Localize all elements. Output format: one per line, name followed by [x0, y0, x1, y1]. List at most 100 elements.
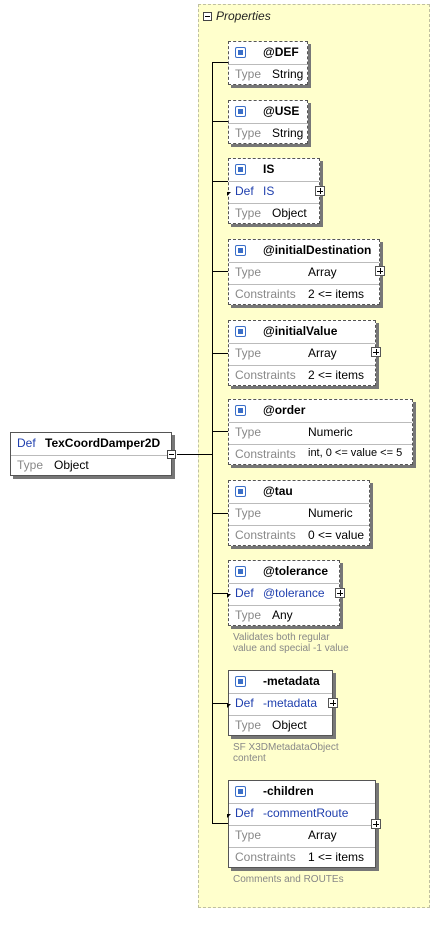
branch-initialdestination — [212, 271, 228, 272]
reference-arrow-icon — [227, 192, 231, 196]
collapse-properties-icon[interactable] — [203, 12, 212, 21]
type-label: Type — [235, 718, 262, 732]
branch-children — [212, 823, 228, 824]
metadata-note-line-2: content — [233, 753, 266, 764]
properties-label: Properties — [216, 9, 271, 23]
type-value: Any — [272, 608, 293, 622]
type-label: Type — [235, 206, 262, 220]
attribute-icon — [235, 405, 246, 416]
metadata-note-line-1: SF X3DMetadataObject — [233, 742, 339, 753]
expand-tolerance-icon[interactable] — [335, 588, 345, 598]
attribute-icon — [235, 566, 246, 577]
attribute-icon — [235, 106, 246, 117]
constraints-value: int, 0 <= value <= 5 — [308, 447, 403, 459]
def-label: Def — [235, 184, 254, 198]
def-label: Def — [235, 696, 254, 710]
type-value: Numeric — [308, 506, 353, 520]
tolerance-note-line-2: value and special -1 value — [233, 643, 349, 654]
attribute-name: @tolerance — [263, 564, 329, 578]
def-label: Def — [235, 586, 254, 600]
element-icon — [235, 786, 246, 797]
constraints-value: 1 <= items — [308, 850, 365, 864]
root-type-value: Object — [54, 458, 89, 472]
attribute-name: @initialDestination — [263, 243, 372, 257]
attribute-icon — [235, 486, 246, 497]
type-label: Type — [235, 425, 262, 439]
collapse-root-icon[interactable] — [167, 450, 176, 459]
def-value: -metadata — [263, 696, 318, 710]
type-value: Array — [308, 346, 337, 360]
constraints-label: Constraints — [235, 447, 296, 461]
branch-def — [212, 62, 228, 63]
expand-metadata-icon[interactable] — [328, 698, 338, 708]
type-value: Object — [272, 206, 307, 220]
type-value: Array — [308, 828, 337, 842]
type-label: Type — [235, 608, 262, 622]
attribute-name: @initialValue — [263, 324, 338, 338]
attribute-name: @DEF — [263, 45, 299, 59]
type-value: Numeric — [308, 425, 353, 439]
root-type-label: Type — [17, 458, 44, 472]
attribute-initialvalue[interactable]: @initialValue Type Array Constraints 2 <= … — [228, 320, 376, 386]
expand-initialvalue-icon[interactable] — [371, 347, 381, 357]
tolerance-note-line-1: Validates both regular — [233, 632, 330, 643]
constraints-label: Constraints — [235, 850, 296, 864]
root-element-name: TexCoordDamper2D — [45, 436, 161, 450]
attribute-icon — [235, 164, 246, 175]
def-value: -commentRoute — [263, 806, 349, 820]
attribute-icon — [235, 326, 246, 337]
vertical-connector — [212, 62, 213, 824]
constraints-value: 2 <= items — [308, 368, 365, 382]
element-name: -metadata — [263, 674, 320, 688]
branch-tau — [212, 513, 228, 514]
branch-initialvalue — [212, 353, 228, 354]
branch-tolerance — [212, 593, 228, 594]
def-value: IS — [263, 184, 275, 198]
type-value: String — [272, 67, 304, 81]
attribute-icon — [235, 47, 246, 58]
attribute-name: @tau — [263, 484, 293, 498]
type-label: Type — [235, 506, 262, 520]
branch-use — [212, 121, 228, 122]
attribute-def[interactable]: @DEF Type String — [228, 41, 308, 85]
expand-is-icon[interactable] — [315, 186, 325, 196]
type-label: Type — [235, 126, 262, 140]
attribute-name: @USE — [263, 104, 300, 118]
type-value: Array — [308, 265, 337, 279]
type-label: Type — [235, 265, 262, 279]
root-def-label: Def — [17, 436, 36, 450]
attribute-initialdestination[interactable]: @initialDestination Type Array Constraint… — [228, 239, 380, 305]
expand-children-icon[interactable] — [371, 819, 381, 829]
children-note: Comments and ROUTEs — [233, 874, 344, 885]
root-connector — [177, 454, 213, 455]
constraints-label: Constraints — [235, 368, 296, 382]
type-label: Type — [235, 67, 262, 81]
element-name: -children — [263, 784, 314, 798]
constraints-label: Constraints — [235, 287, 296, 301]
branch-order — [212, 431, 228, 432]
attribute-icon — [235, 245, 246, 256]
attribute-use[interactable]: @USE Type String — [228, 100, 308, 144]
constraints-value: 2 <= items — [308, 287, 365, 301]
constraints-label: Constraints — [235, 528, 296, 542]
attribute-name: IS — [263, 162, 275, 176]
element-icon — [235, 676, 246, 687]
type-label: Type — [235, 346, 262, 360]
def-label: Def — [235, 806, 254, 820]
expand-initialdestination-icon[interactable] — [375, 266, 385, 276]
type-label: Type — [235, 828, 262, 842]
element-children[interactable]: -children Def -commentRoute Type Array Con… — [227, 780, 376, 868]
attribute-is[interactable]: IS Def IS Type Object — [227, 158, 320, 224]
reference-arrow-icon — [227, 704, 231, 708]
reference-arrow-icon — [227, 594, 231, 598]
reference-arrow-icon — [227, 814, 231, 818]
branch-metadata — [212, 703, 228, 704]
branch-is — [212, 181, 228, 182]
attribute-tau[interactable]: @tau Type Numeric Constraints 0 <= value — [228, 480, 370, 546]
root-element-box[interactable]: Def TexCoordDamper2D Type Object — [10, 432, 172, 476]
constraints-value: 0 <= value — [308, 528, 365, 542]
type-value: String — [272, 126, 304, 140]
